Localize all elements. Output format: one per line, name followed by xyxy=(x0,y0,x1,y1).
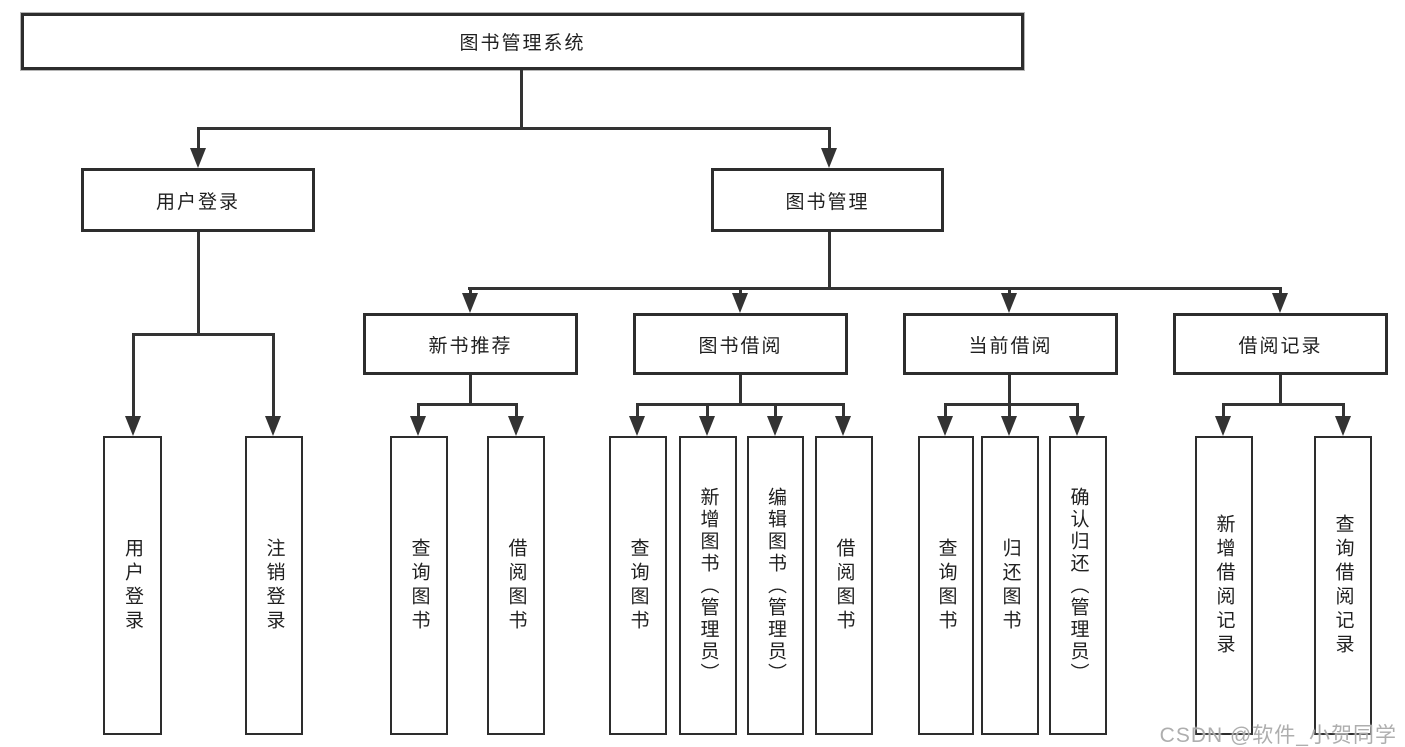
connector-stem xyxy=(469,375,472,406)
arrowhead-down-icon xyxy=(1001,416,1017,436)
connector-level2-bus xyxy=(197,127,831,130)
connector-stem xyxy=(944,403,947,417)
connector-stem xyxy=(132,333,135,417)
arrowhead-down-icon xyxy=(937,416,953,436)
leaf-edit-book-admin: 编辑图书（管理员） xyxy=(747,436,804,735)
leaf-user-login: 用户登录 xyxy=(103,436,162,735)
connector-stem xyxy=(1008,287,1011,296)
connector-stem xyxy=(197,127,200,150)
connector-stem xyxy=(706,403,709,417)
connector-stem xyxy=(417,403,420,417)
arrowhead-down-icon xyxy=(1001,293,1017,313)
node-label: 当前借阅 xyxy=(968,335,1053,357)
connector-stem xyxy=(272,333,275,417)
leaf-add-book-admin: 新增图书（管理员） xyxy=(679,436,737,735)
node-label: 归还图书 xyxy=(999,537,1021,634)
arrowhead-down-icon xyxy=(732,293,748,313)
connector-stem xyxy=(1279,287,1282,296)
connector-stem xyxy=(1008,375,1011,406)
node-label: 图书借阅 xyxy=(698,335,783,357)
node-current-borrowing: 当前借阅 xyxy=(903,313,1118,375)
node-label: 新增图书（管理员） xyxy=(697,486,719,685)
arrowhead-down-icon xyxy=(1335,416,1351,436)
leaf-add-borrow-record: 新增借阅记录 xyxy=(1195,436,1253,735)
connector-stem xyxy=(469,287,472,296)
arrowhead-down-icon xyxy=(1069,416,1085,436)
node-label: 用户登录 xyxy=(122,537,143,634)
connector-stem xyxy=(1008,403,1011,417)
arrowhead-down-icon xyxy=(767,416,783,436)
connector-stem xyxy=(636,403,639,417)
node-label: 用户登录 xyxy=(155,191,240,213)
arrowhead-down-icon xyxy=(629,416,645,436)
node-book-borrowing: 图书借阅 xyxy=(633,313,848,375)
connector-stem xyxy=(515,403,518,417)
arrowhead-down-icon xyxy=(835,416,851,436)
connector-bus xyxy=(1222,403,1345,406)
leaf-borrow-book-borrowing: 借阅图书 xyxy=(815,436,873,735)
connector-user-login-bus xyxy=(132,333,274,336)
node-label: 新书推荐 xyxy=(428,335,513,357)
arrowhead-down-icon xyxy=(508,416,524,436)
node-label: 注销登录 xyxy=(263,537,285,634)
connector-stem xyxy=(197,232,200,335)
connector-root-stem xyxy=(520,70,523,128)
node-label: 借阅图书 xyxy=(505,537,527,634)
node-label: 查询借阅记录 xyxy=(1332,513,1354,658)
node-label: 图书管理系统 xyxy=(459,33,586,54)
arrowhead-down-icon xyxy=(462,293,478,313)
arrowhead-down-icon xyxy=(190,148,206,168)
node-label: 新增借阅记录 xyxy=(1213,513,1235,658)
connector-stem xyxy=(828,232,831,290)
connector-level3-bus xyxy=(468,287,1282,290)
arrowhead-down-icon xyxy=(265,416,281,436)
leaf-return-book: 归还图书 xyxy=(981,436,1039,735)
arrowhead-down-icon xyxy=(125,416,141,436)
node-user-login: 用户登录 xyxy=(81,168,315,232)
leaf-confirm-return-admin: 确认归还（管理员） xyxy=(1049,436,1107,735)
arrowhead-down-icon xyxy=(410,416,426,436)
leaf-query-book-borrowing: 查询图书 xyxy=(609,436,667,735)
node-label: 查询图书 xyxy=(627,537,649,634)
node-library-management-system: 图书管理系统 xyxy=(21,13,1024,70)
connector-stem xyxy=(1342,403,1345,417)
arrowhead-down-icon xyxy=(699,416,715,436)
connector-bus xyxy=(944,403,1079,406)
node-label: 借阅图书 xyxy=(833,537,855,634)
leaf-query-borrow-record: 查询借阅记录 xyxy=(1314,436,1372,735)
node-book-management: 图书管理 xyxy=(711,168,944,232)
connector-bus xyxy=(636,403,845,406)
node-label: 查询图书 xyxy=(935,537,957,634)
connector-bus xyxy=(417,403,518,406)
node-label: 借阅记录 xyxy=(1238,335,1323,357)
connector-stem xyxy=(774,403,777,417)
node-label: 编辑图书（管理员） xyxy=(765,486,786,685)
leaf-logout: 注销登录 xyxy=(245,436,303,735)
arrowhead-down-icon xyxy=(1215,416,1231,436)
leaf-borrow-book-recommend: 借阅图书 xyxy=(487,436,545,735)
node-label: 查询图书 xyxy=(408,537,430,634)
connector-stem xyxy=(842,403,845,417)
connector-stem xyxy=(1076,403,1079,417)
leaf-query-book-recommend: 查询图书 xyxy=(390,436,448,735)
leaf-query-book-current: 查询图书 xyxy=(918,436,974,735)
connector-stem xyxy=(1222,403,1225,417)
node-borrowing-records: 借阅记录 xyxy=(1173,313,1388,375)
node-label: 确认归还（管理员） xyxy=(1067,486,1089,685)
arrowhead-down-icon xyxy=(1272,293,1288,313)
connector-stem xyxy=(1279,375,1282,406)
connector-stem xyxy=(828,127,831,150)
node-label: 图书管理 xyxy=(785,191,870,213)
node-new-book-recommendation: 新书推荐 xyxy=(363,313,578,375)
arrowhead-down-icon xyxy=(821,148,837,168)
csdn-watermark: CSDN @软件_小贺同学 xyxy=(1159,724,1397,747)
connector-stem xyxy=(739,287,742,296)
connector-stem xyxy=(739,375,742,406)
